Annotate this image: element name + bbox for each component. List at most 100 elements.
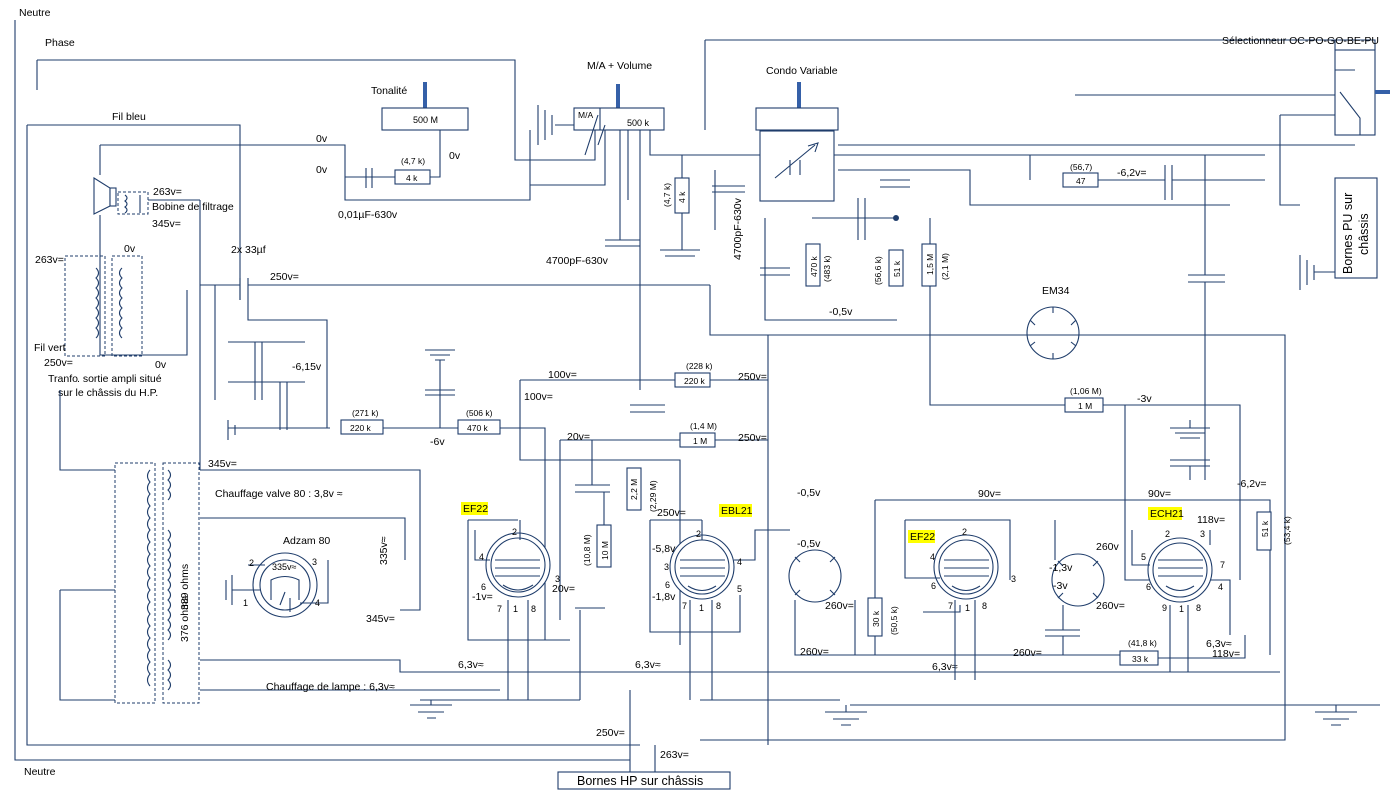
- ground-icon-left: [410, 699, 580, 719]
- v100-b: 100v=: [524, 391, 553, 403]
- tube-em34: [1026, 306, 1080, 360]
- ech21-pin9: 9: [1162, 603, 1167, 613]
- small-cap: [880, 179, 910, 188]
- r-51k-a-value: 51 k: [892, 260, 902, 277]
- cap-if2: [1045, 605, 1080, 655]
- pot-volume: [573, 107, 665, 131]
- ground-icon-pu: [1299, 255, 1335, 290]
- label-condo: Condo Variable: [766, 65, 838, 77]
- tube-ech21-inner: [1152, 542, 1208, 598]
- label-selecteur: Sélectionneur OC-PO-GO-BE-PU: [1222, 35, 1379, 47]
- hp-wires: [629, 690, 656, 772]
- ech21-pin5: 5: [1141, 552, 1146, 562]
- r-15m-meas: (2,1 M): [940, 253, 950, 280]
- speaker-icon: [93, 177, 111, 215]
- tube-ef22-2-highlight: [908, 530, 935, 543]
- r-1m-b-value: 1 M: [1078, 401, 1092, 411]
- tube-ef22-1-grids: [495, 559, 540, 591]
- tube-adzam80: [252, 552, 318, 618]
- volume-wires: [530, 130, 1031, 390]
- em34-marks: [1029, 307, 1077, 359]
- r-10m-meas: (10,8 M): [582, 534, 592, 566]
- ebl21-pin1: 1: [699, 603, 704, 613]
- v260-b: 260v=: [800, 646, 829, 658]
- v90-a: 90v=: [978, 488, 1001, 500]
- pot-tonalite-value: 500 M: [413, 115, 438, 125]
- ef22-1-wires: [559, 440, 610, 620]
- label-tranfo-2: . sortie ampli situé: [77, 373, 162, 385]
- label-bornes-hp: Bornes HP sur châssis: [577, 774, 703, 788]
- junction: [893, 215, 899, 221]
- r-220k-a-value: 220 k: [684, 376, 706, 386]
- v0-a: 0v: [316, 133, 328, 145]
- tube-adzam80-inner: [259, 559, 311, 611]
- cap-4700a: [605, 239, 640, 247]
- r-15m: [921, 243, 937, 287]
- ech21-pin1: 1: [1179, 604, 1184, 614]
- b-plus-wires: [199, 200, 328, 470]
- ground-icon-mid: [825, 705, 867, 726]
- r-4k-vert-value: 4 k: [677, 191, 687, 203]
- v0-d: 0v: [155, 359, 167, 371]
- tube-ech21-name: ECH21: [1150, 508, 1184, 520]
- label-neutre-top: Neutre: [19, 7, 51, 19]
- v63-c: 6,3v≈: [932, 661, 958, 673]
- r-4k-vert: [674, 177, 690, 214]
- label-tranfo-1: Tranfo: [48, 373, 78, 385]
- bornes-pu: [1334, 177, 1378, 279]
- cap-mid: [630, 404, 665, 413]
- ef22-2-pin3: 3: [1011, 574, 1016, 584]
- em34-bus: [700, 285, 1286, 741]
- v345-c: 345v=: [366, 613, 395, 625]
- transfo-out-primary: [64, 255, 106, 357]
- ef22-2-pin8: 8: [982, 601, 987, 611]
- v250-d: 250v=: [738, 432, 767, 444]
- v263-a: 263v=: [153, 186, 182, 198]
- cap-2x33: [200, 278, 710, 300]
- r-51k-b: [1256, 511, 1272, 551]
- transfo-power-secondary-coils: [167, 469, 172, 691]
- r-220k-a: [674, 372, 711, 388]
- v250-a: 250v=: [44, 357, 73, 369]
- cap-left: [760, 267, 790, 276]
- label-neutre-bottom: Neutre: [24, 766, 56, 778]
- v20-a: 20v=: [567, 431, 590, 443]
- transfo-out-coils: [95, 267, 123, 339]
- ech21-pin4: 4: [1218, 582, 1223, 592]
- fil-bleu-wire: [27, 124, 241, 300]
- phase-wire: [36, 59, 596, 161]
- v263-b: 263v=: [35, 254, 64, 266]
- r-51k-b-value: 51 k: [1260, 520, 1270, 537]
- v1: -1v=: [472, 591, 493, 603]
- r-10m: [596, 524, 612, 568]
- heater-bus: [200, 659, 1280, 673]
- tube-ef22-1-highlight: [461, 502, 488, 515]
- r-4k-vert-meas: (4,7 k): [662, 183, 672, 207]
- selecteur-wires: [1075, 94, 1335, 206]
- ground-icon-right: [850, 704, 1380, 726]
- v05-a: -0,5v: [829, 306, 853, 318]
- adzam-pin4: 4: [315, 598, 320, 608]
- if-transformer-1: [788, 549, 842, 603]
- label-cap-001: 0,01µF-630v: [338, 209, 398, 221]
- screen-bus: [875, 499, 1271, 655]
- ebl21-pin7: 7: [682, 601, 687, 611]
- label-ohms-376: 376 ohms: [179, 596, 191, 642]
- top-bus: [705, 39, 1376, 50]
- r-220k-b-meas: (271 k): [352, 408, 379, 418]
- label-cap-4700b: 4700pF-630v: [732, 197, 744, 260]
- v0-c: 0v: [449, 150, 461, 162]
- v62-a: -6,2v=: [1117, 167, 1146, 179]
- cap-4700b: [712, 170, 745, 230]
- v345-b: 345v=: [208, 458, 237, 470]
- r-470k-b-value: 470 k: [467, 423, 489, 433]
- r33k-wire: [1158, 635, 1246, 659]
- v63-d: 6,3v≈: [1206, 638, 1232, 650]
- v260-e: 260v=: [1096, 600, 1125, 612]
- pot-volume-value: 500 k: [627, 118, 650, 128]
- label-em34: EM34: [1042, 285, 1070, 297]
- ef22-2-pin4: 4: [930, 552, 935, 562]
- tube-ech21-wires: [1131, 530, 1231, 672]
- mid-wires: [767, 335, 1120, 745]
- variable-cap-icon: [774, 142, 819, 179]
